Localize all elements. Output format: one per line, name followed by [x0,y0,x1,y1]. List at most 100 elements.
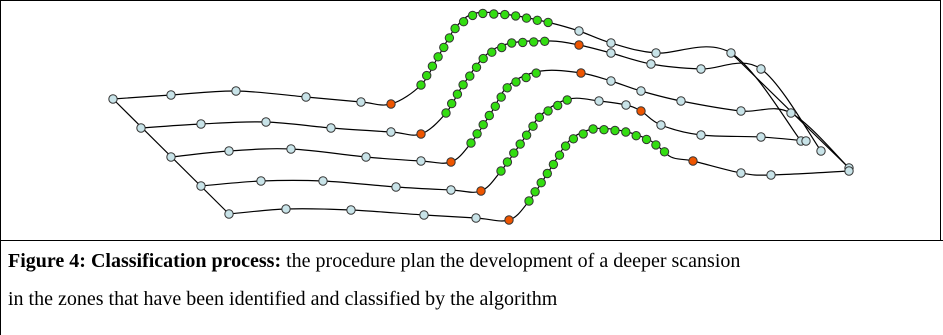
detected-point [450,23,460,34]
sample-point [416,156,426,166]
detected-point [487,47,497,57]
detected-point [490,101,500,112]
boundary-point [446,157,456,167]
detected-point [427,61,438,71]
detected-point [610,125,620,136]
sample-point [391,182,401,192]
detected-point [554,150,565,160]
caption-line-1: Figure 4: Classification process: the pr… [8,249,740,273]
detected-point [542,168,552,179]
sample-point [301,92,311,102]
caption-line-2: in the zones that have been identified a… [8,288,558,310]
sample-point [224,209,234,219]
detected-point [521,13,532,23]
detected-point [553,100,563,111]
sample-point [844,166,854,176]
sample-point [621,100,631,110]
detected-point [562,95,572,105]
sample-point [261,117,271,127]
sample-point [318,176,328,186]
sample-point [786,108,796,118]
sample-point [736,168,746,178]
detected-point [531,68,541,78]
boundary-point [386,99,396,109]
detected-point [471,62,482,73]
detected-point [588,124,598,134]
boundary-point [636,106,646,116]
detected-point [444,33,455,43]
detected-point [521,130,532,140]
diagram-panel [0,0,941,241]
sample-point [419,210,429,220]
detected-point [467,10,478,21]
detected-point [465,71,475,81]
detected-point [536,178,546,188]
sample-point [656,120,666,130]
sample-point [766,170,776,180]
detected-point [433,52,443,62]
detected-point [489,9,499,19]
detected-point [621,127,631,137]
sample-point [136,123,146,133]
sample-point [756,132,766,142]
detected-point [484,110,494,121]
sample-point [356,97,366,107]
boundary-point [416,129,426,139]
detected-point [496,166,506,176]
sample-point [446,185,456,195]
detected-point [422,70,432,81]
sample-point [606,48,616,58]
boundary-point [504,215,514,225]
sample-point [606,76,616,86]
detected-point [540,36,550,46]
sample-point [281,204,291,214]
sample-point [594,96,604,106]
detected-point [497,42,507,53]
scan-line-5 [228,127,850,222]
detected-point [543,106,553,116]
caption-text-1: the procedure plan the development of a … [281,250,741,272]
detected-point [548,159,559,170]
detected-point [507,38,517,48]
detected-point [441,108,451,118]
sample-point [676,96,686,106]
detected-point [458,80,468,90]
sample-point [646,59,656,69]
detected-point [496,92,506,102]
detected-point [578,129,588,139]
sample-point [166,90,176,100]
detected-point [439,42,449,53]
sample-point [736,106,746,116]
detected-point [524,196,534,206]
sample-point [326,123,336,133]
sample-point [606,38,616,48]
detected-point [500,9,510,20]
detected-point [631,131,641,141]
detected-point [515,139,525,149]
caption-panel: Figure 4: Classification process: the pr… [0,240,943,335]
sample-point [196,181,206,191]
sample-point [256,176,266,186]
detected-point [502,157,513,167]
detected-point [530,187,540,197]
sample-point [286,144,296,154]
sample-point [361,152,371,162]
detected-point [452,89,463,99]
sample-point [196,119,206,129]
sample-point [386,127,396,137]
detected-point [641,134,652,145]
detected-point [528,121,538,131]
sample-point [471,213,481,223]
detected-point [458,17,469,27]
boundary-point [576,68,586,78]
detected-point [466,138,476,148]
sample-point [108,94,118,104]
detected-point [478,120,488,130]
detected-point [532,15,542,25]
detected-point [568,134,579,144]
detected-point [599,125,609,135]
detected-point [518,37,528,48]
boundary-point [574,40,584,50]
sample-point [756,64,766,74]
